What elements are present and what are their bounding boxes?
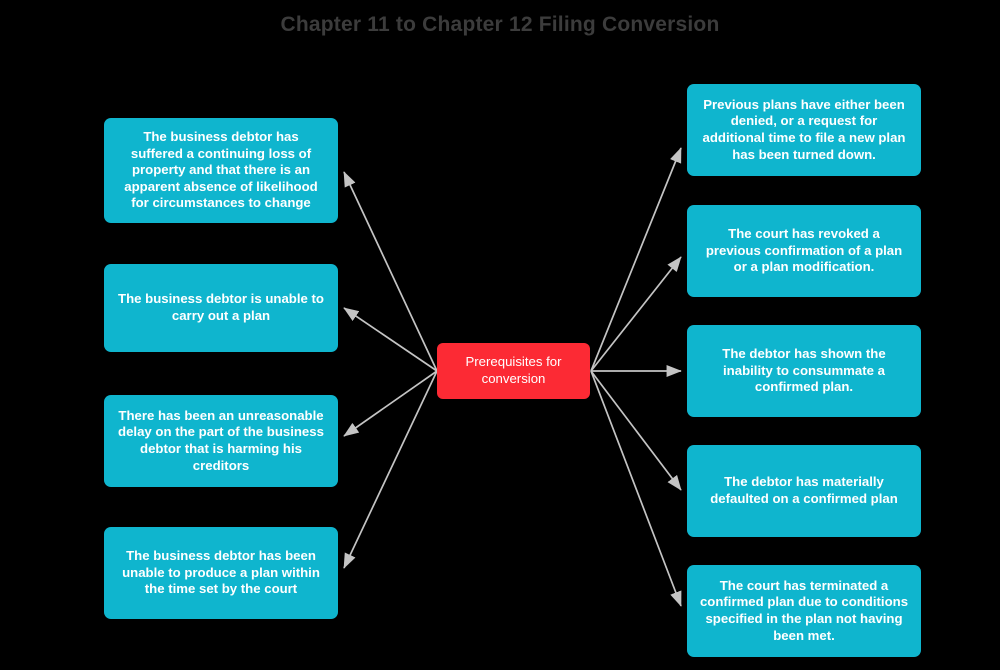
left-node-2-label: The business debtor is unable to carry o… [118,291,324,323]
left-node-4[interactable]: The business debtor has been unable to p… [104,527,338,619]
right-node-1[interactable]: Previous plans have either been denied, … [687,84,921,176]
edge-center-to-left-2 [343,307,438,372]
right-node-5[interactable]: The court has terminated a confirmed pla… [687,565,921,657]
left-node-3-label: There has been an unreasonable delay on … [118,407,324,473]
left-node-2[interactable]: The business debtor is unable to carry o… [104,264,338,352]
center-node-label: Prerequisites for conversion [465,354,562,386]
left-node-3[interactable]: There has been an unreasonable delay on … [104,395,338,487]
left-node-1[interactable]: The business debtor has suffered a conti… [104,118,338,223]
edge-center-to-left-4 [343,370,438,569]
edge-center-to-left-3 [343,370,438,437]
edge-center-to-right-2 [590,256,682,372]
right-node-4-label: The debtor has materially defaulted on a… [710,474,898,506]
right-node-1-label: Previous plans have either been denied, … [702,96,906,162]
left-node-4-label: The business debtor has been unable to p… [122,548,320,597]
edge-center-to-left-1 [343,171,438,372]
edge-center-to-right-1 [590,147,682,372]
right-node-2[interactable]: The court has revoked a previous confirm… [687,205,921,297]
right-node-4[interactable]: The debtor has materially defaulted on a… [687,445,921,537]
right-node-3-label: The debtor has shown the inability to co… [722,346,886,395]
right-node-3[interactable]: The debtor has shown the inability to co… [687,325,921,417]
right-node-5-label: The court has terminated a confirmed pla… [699,577,909,643]
page-title: Chapter 11 to Chapter 12 Filing Conversi… [280,13,720,36]
edge-center-to-right-5 [590,370,682,607]
right-node-2-label: The court has revoked a previous confirm… [705,226,903,275]
edge-center-to-right-4 [590,370,682,491]
center-node-prerequisites[interactable]: Prerequisites for conversion [437,343,590,399]
left-node-1-label: The business debtor has suffered a conti… [124,128,318,211]
